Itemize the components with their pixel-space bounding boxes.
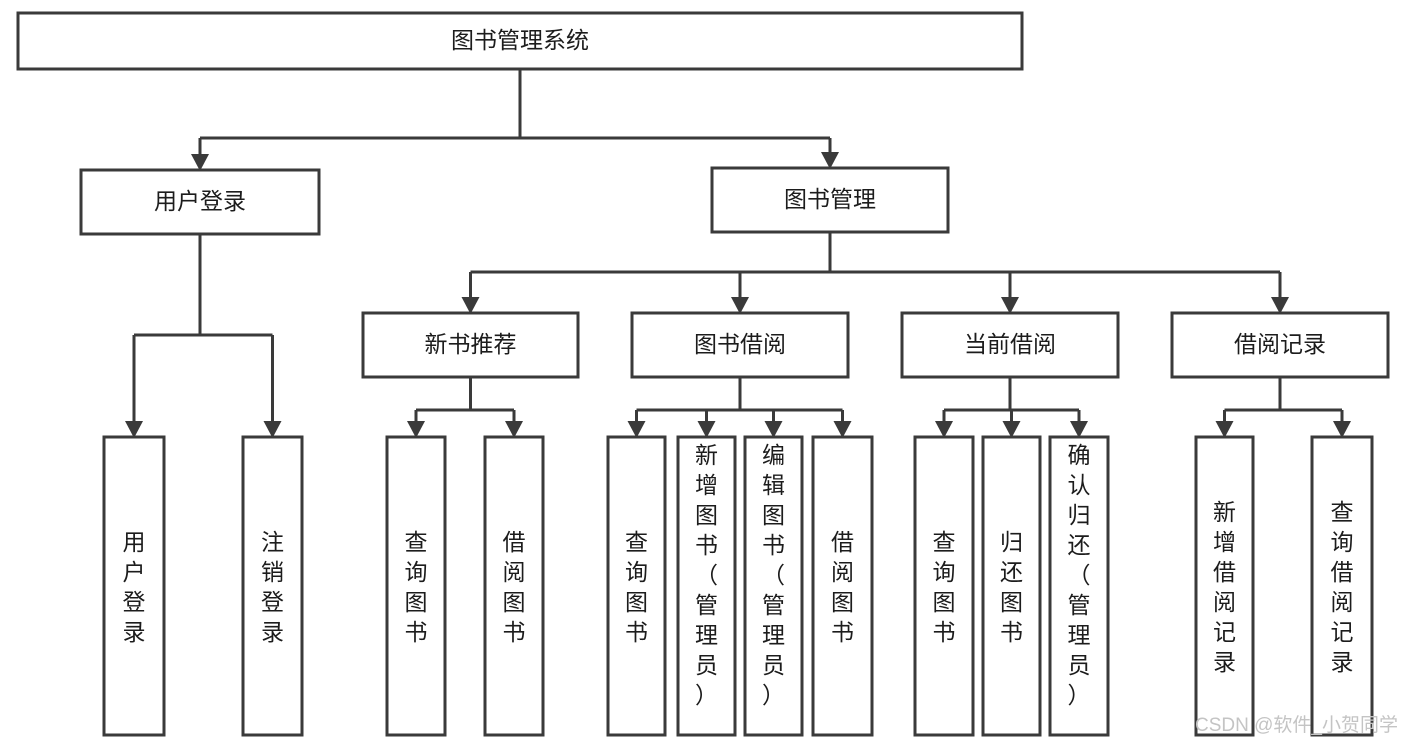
node-current-borrow[interactable]: 当前借阅: [900, 311, 1120, 379]
node-query-borrow-record[interactable]: 查询借阅记录: [1310, 435, 1374, 737]
arrow-head-icon: [505, 421, 523, 438]
node-box-user-logout[interactable]: [241, 435, 304, 737]
arrow-head-icon: [1333, 421, 1351, 438]
node-user-login-do[interactable]: 用户登录: [102, 435, 166, 737]
node-box-borrow-record[interactable]: [1170, 311, 1390, 379]
node-borrow-book-1[interactable]: 借阅图书: [483, 435, 545, 737]
node-root[interactable]: 图书管理系统: [16, 11, 1024, 71]
arrow-head-icon: [191, 154, 209, 171]
arrow-head-icon: [1070, 421, 1088, 438]
node-box-book-borrow[interactable]: [630, 311, 850, 379]
node-box-query-book-2[interactable]: [606, 435, 667, 737]
arrow-head-icon: [821, 152, 839, 169]
node-label-user-login-do: 用户登录: [123, 529, 146, 645]
node-add-borrow-record[interactable]: 新增借阅记录: [1194, 435, 1255, 737]
node-box-borrow-book-2[interactable]: [811, 435, 874, 737]
node-label-book-manage: 图书管理: [784, 186, 876, 212]
node-return-book[interactable]: 归还图书: [981, 435, 1042, 737]
arrow-head-icon: [461, 297, 480, 314]
node-box-current-borrow[interactable]: [900, 311, 1120, 379]
node-box-root[interactable]: [16, 11, 1024, 71]
node-box-query-borrow-record[interactable]: [1310, 435, 1374, 737]
node-label-return-book: 归还图书: [1000, 529, 1023, 645]
arrow-head-icon: [263, 421, 282, 438]
node-book-manage[interactable]: 图书管理: [710, 166, 950, 234]
node-box-user-login[interactable]: [79, 168, 321, 236]
node-label-query-borrow-record: 查询借阅记录: [1331, 499, 1354, 675]
node-label-borrow-book-2: 借阅图书: [831, 529, 854, 645]
node-query-book-3[interactable]: 查询图书: [913, 435, 975, 737]
arrow-head-icon: [1002, 421, 1021, 438]
node-label-query-book-3: 查询图书: [933, 529, 956, 645]
node-confirm-return-admin[interactable]: 确认归还（管理员）: [1048, 435, 1110, 737]
node-add-book-admin[interactable]: 新增图书（管理员）: [676, 435, 737, 737]
node-label-new-book-recommend: 新书推荐: [425, 331, 517, 357]
arrow-head-icon: [1215, 421, 1234, 438]
arrow-head-icon: [833, 421, 852, 438]
arrow-head-icon: [1001, 297, 1019, 314]
node-box-user-login-do[interactable]: [102, 435, 166, 737]
node-label-borrow-book-1: 借阅图书: [503, 529, 526, 645]
node-label-query-book-2: 查询图书: [625, 529, 648, 645]
node-label-borrow-record: 借阅记录: [1234, 331, 1326, 357]
node-box-return-book[interactable]: [981, 435, 1042, 737]
arrow-head-icon: [125, 421, 143, 438]
node-box-add-book-admin[interactable]: [676, 435, 737, 737]
node-new-book-recommend[interactable]: 新书推荐: [361, 311, 580, 379]
node-query-book-2[interactable]: 查询图书: [606, 435, 667, 737]
node-box-edit-book-admin[interactable]: [743, 435, 804, 737]
connector-layer: [125, 69, 1351, 438]
node-user-login[interactable]: 用户登录: [79, 168, 321, 236]
node-label-add-borrow-record: 新增借阅记录: [1213, 499, 1236, 675]
node-label-book-borrow: 图书借阅: [694, 331, 786, 357]
node-box-add-borrow-record[interactable]: [1194, 435, 1255, 737]
node-book-borrow[interactable]: 图书借阅: [630, 311, 850, 379]
node-label-add-book-admin: 新增图书（管理员）: [695, 442, 718, 708]
node-edit-book-admin[interactable]: 编辑图书（管理员）: [743, 435, 804, 737]
node-label-user-login: 用户登录: [154, 188, 246, 214]
node-layer: 图书管理系统用户登录图书管理用户登录注销登录新书推荐图书借阅当前借阅借阅记录查询…: [16, 11, 1390, 737]
node-box-query-book-3[interactable]: [913, 435, 975, 737]
node-label-confirm-return-admin: 确认归还（管理员）: [1068, 442, 1091, 708]
arrow-head-icon: [1271, 297, 1289, 314]
csdn-watermark: CSDN @软件_小贺同学: [1195, 714, 1398, 736]
node-borrow-book-2[interactable]: 借阅图书: [811, 435, 874, 737]
arrow-head-icon: [764, 421, 783, 438]
arrow-head-icon: [697, 421, 716, 438]
node-box-query-book-1[interactable]: [385, 435, 447, 737]
node-label-query-book-1: 查询图书: [405, 529, 428, 645]
node-borrow-record[interactable]: 借阅记录: [1170, 311, 1390, 379]
node-label-current-borrow: 当前借阅: [964, 331, 1056, 357]
arrow-head-icon: [935, 421, 953, 438]
node-label-user-logout: 注销登录: [261, 529, 284, 645]
node-box-borrow-book-1[interactable]: [483, 435, 545, 737]
node-box-confirm-return-admin[interactable]: [1048, 435, 1110, 737]
arrow-head-icon: [407, 421, 425, 438]
node-query-book-1[interactable]: 查询图书: [385, 435, 447, 737]
node-user-logout[interactable]: 注销登录: [241, 435, 304, 737]
arrow-head-icon: [627, 421, 646, 438]
node-label-root: 图书管理系统: [451, 27, 589, 53]
node-label-edit-book-admin: 编辑图书（管理员）: [762, 442, 785, 708]
arrow-head-icon: [731, 297, 749, 314]
node-box-new-book-recommend[interactable]: [361, 311, 580, 379]
node-box-book-manage[interactable]: [710, 166, 950, 234]
